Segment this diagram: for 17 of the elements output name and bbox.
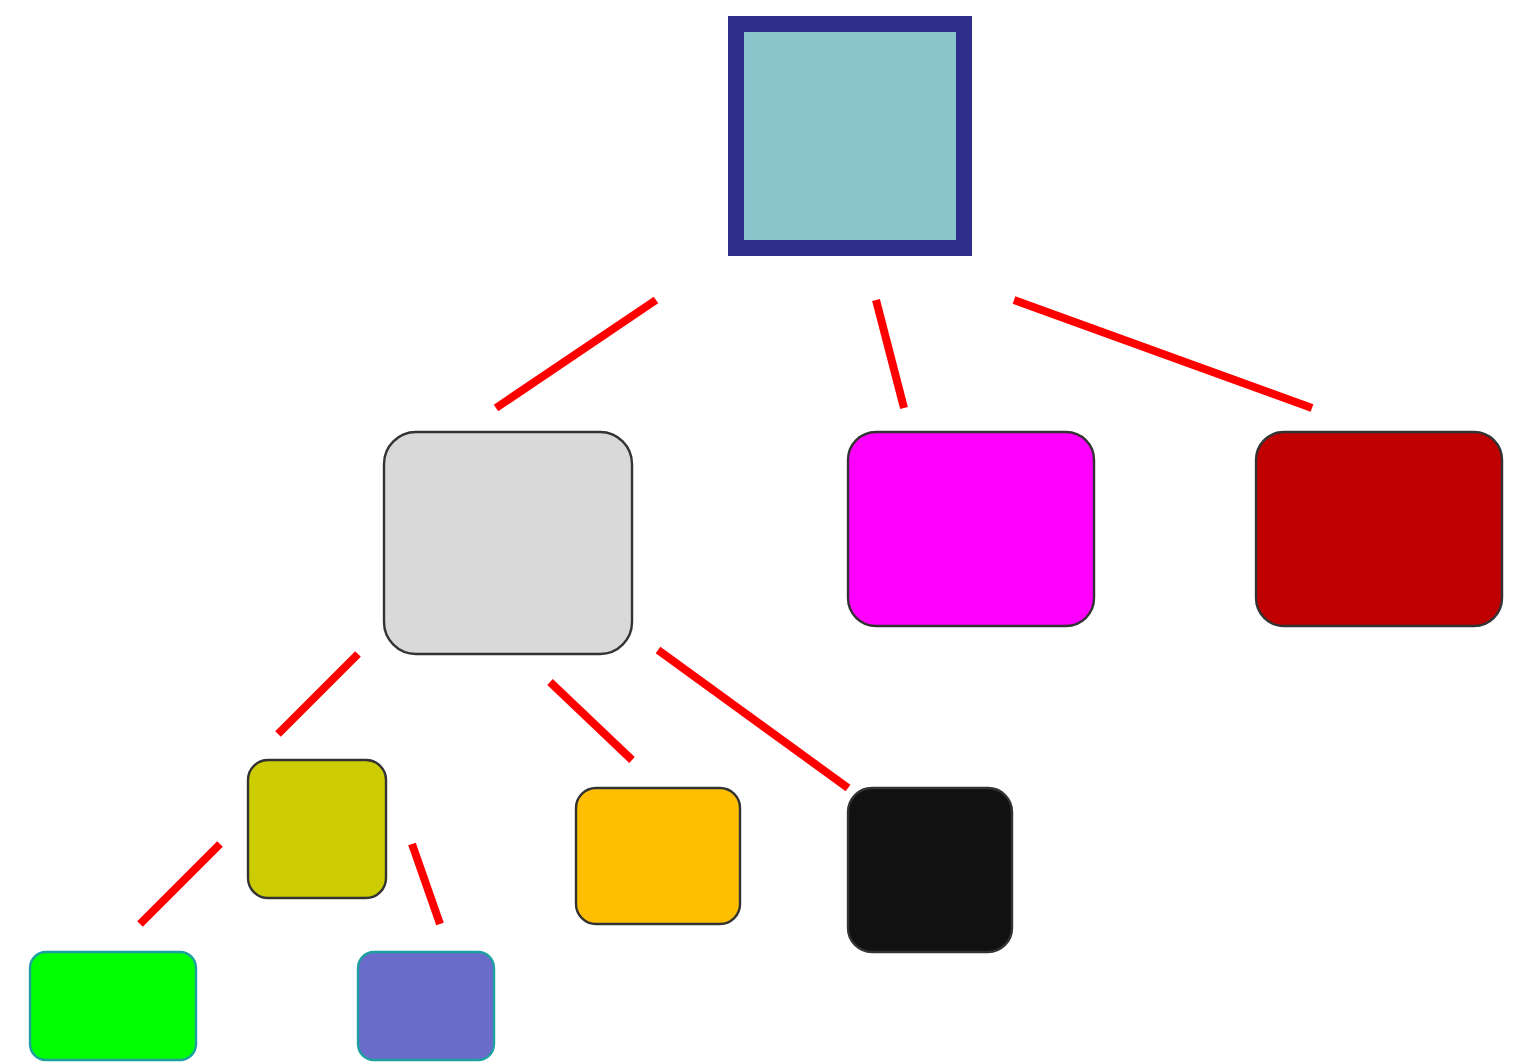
box <box>1254 430 1504 628</box>
connector-line <box>408 842 444 926</box>
box <box>846 430 1096 628</box>
connector-line <box>872 299 908 409</box>
connector-line <box>493 296 659 412</box>
connector-line <box>137 841 223 927</box>
box <box>574 786 742 926</box>
connector-line <box>655 646 851 792</box>
box <box>728 16 972 256</box>
box <box>382 430 634 656</box>
connector-line <box>275 651 361 737</box>
box <box>246 758 388 900</box>
box <box>846 786 1014 954</box>
box <box>356 950 496 1062</box>
connector-line <box>1012 296 1314 412</box>
connector-line <box>547 679 635 763</box>
box <box>28 950 198 1062</box>
